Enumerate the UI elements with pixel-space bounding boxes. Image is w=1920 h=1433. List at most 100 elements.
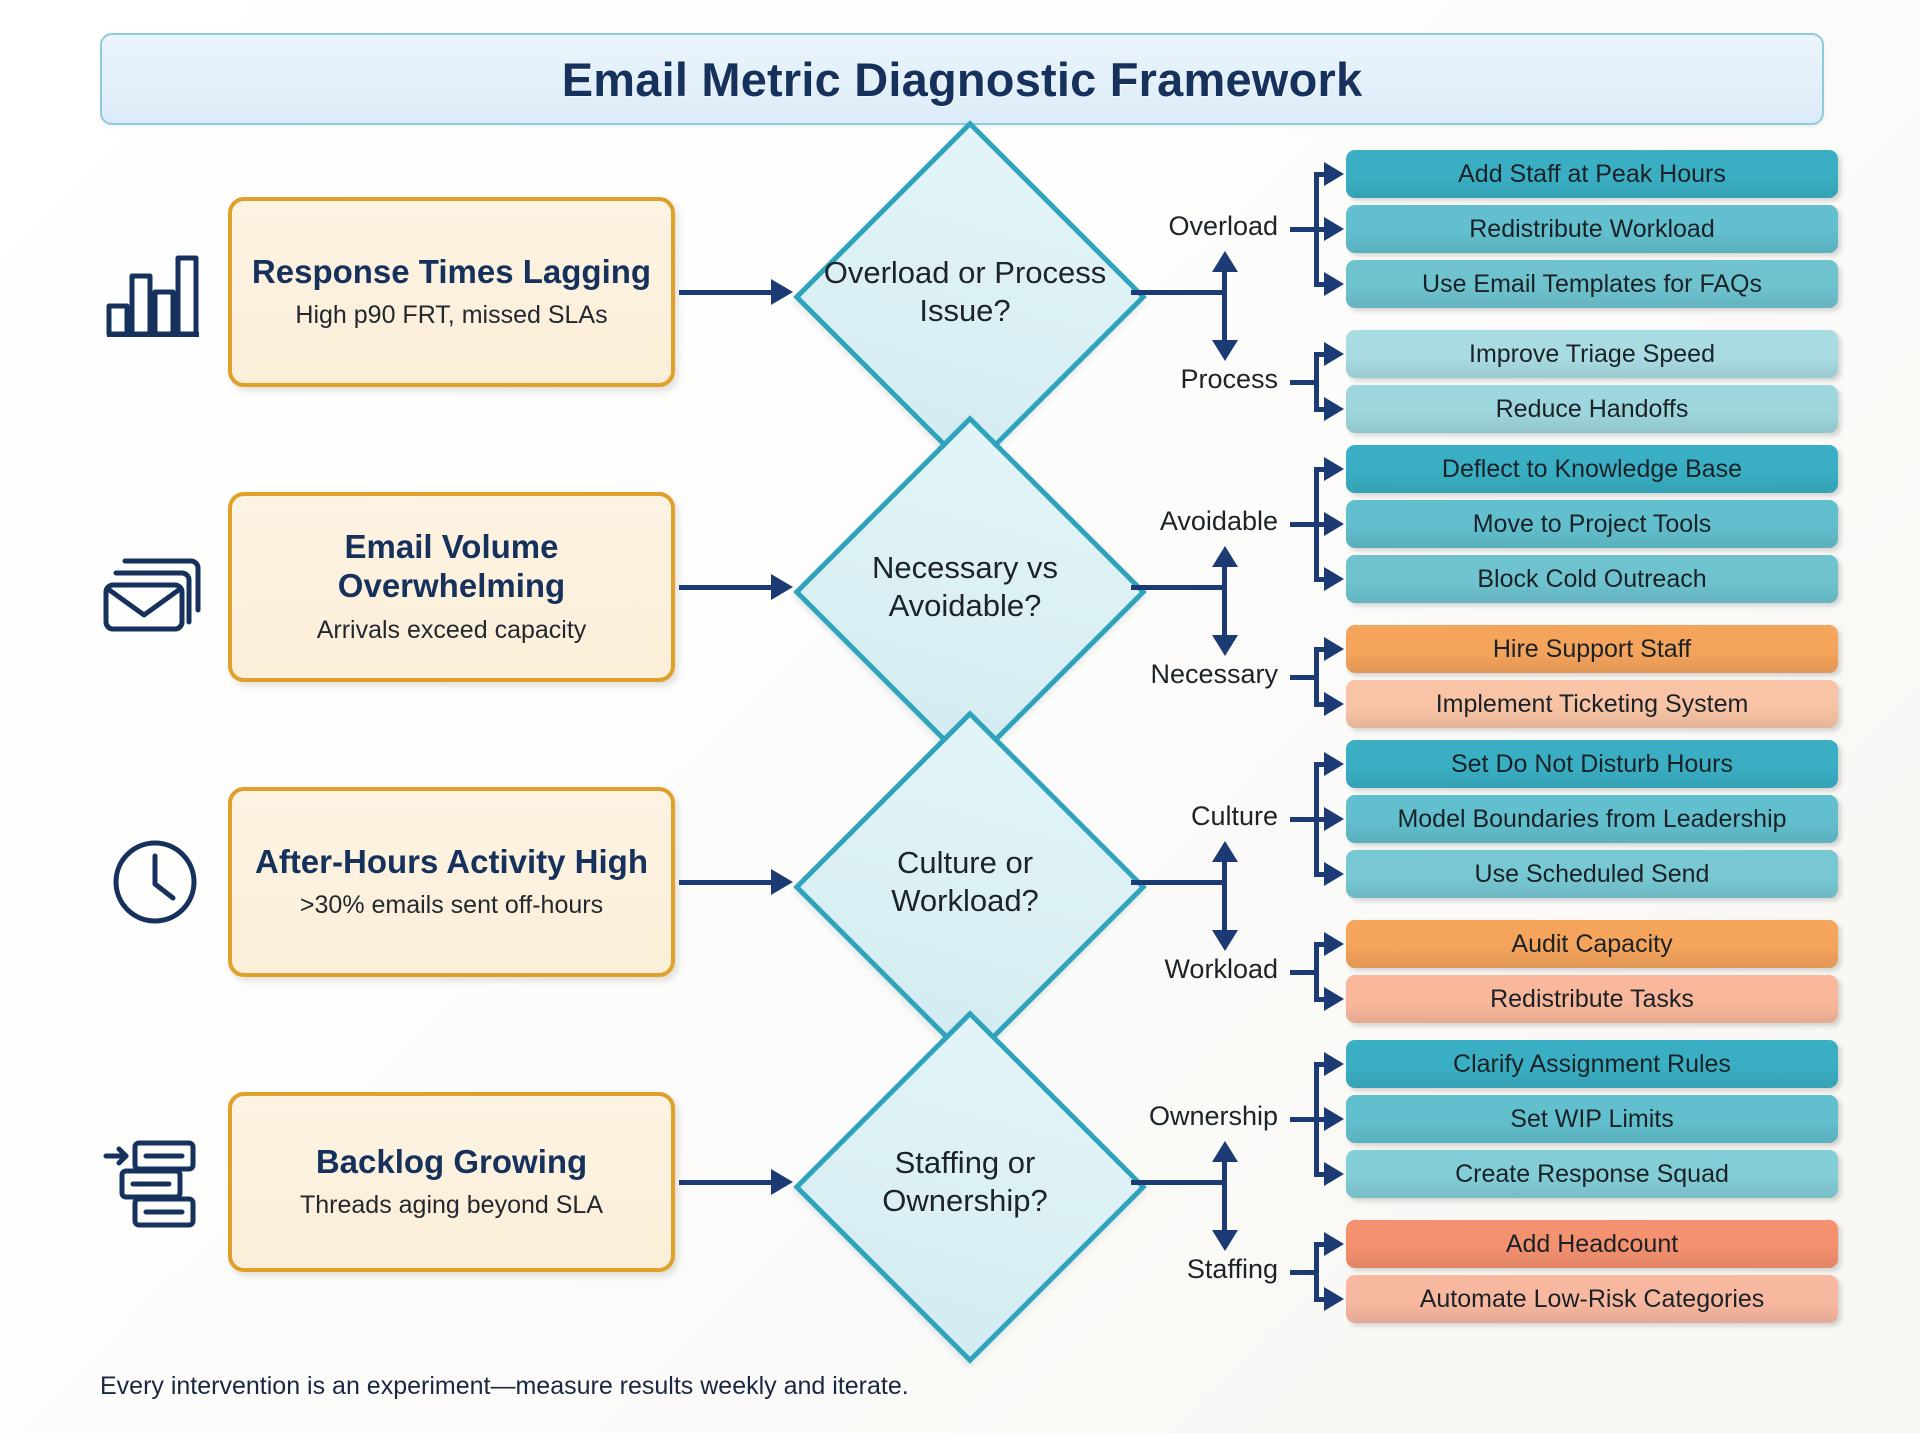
bracket-arm <box>1314 997 1324 1002</box>
action-chip[interactable]: Move to Project Tools <box>1346 500 1838 548</box>
branch-split-line-down <box>1222 586 1227 635</box>
bracket-arm <box>1314 1242 1324 1247</box>
branch-split-line-down <box>1222 291 1227 340</box>
flow-arrowhead <box>771 278 793 305</box>
bracket-arm <box>1314 1062 1324 1067</box>
page-title-banner: Email Metric Diagnostic Framework <box>100 33 1824 125</box>
flow-arrowhead <box>771 868 793 895</box>
action-chip[interactable]: Improve Triage Speed <box>1346 330 1838 378</box>
problem-title: Email Volume Overwhelming <box>337 528 566 604</box>
problem-card[interactable]: Backlog Growing Threads aging beyond SLA <box>228 1091 675 1272</box>
bracket-stub <box>1290 817 1319 822</box>
bracket-arrowhead <box>1324 862 1344 886</box>
action-chip[interactable]: Add Headcount <box>1346 1220 1838 1268</box>
decision-outflow-stub <box>1131 1179 1225 1185</box>
action-chip[interactable]: Use Scheduled Send <box>1346 850 1838 898</box>
bracket-arm <box>1314 702 1324 707</box>
clock-icon <box>95 827 215 937</box>
bracket-arrowhead <box>1324 272 1344 296</box>
bracket-arrowhead <box>1324 807 1344 831</box>
action-chip[interactable]: Redistribute Workload <box>1346 205 1838 253</box>
bracket-arm <box>1314 762 1324 767</box>
bracket-arrowhead <box>1324 397 1344 421</box>
bracket-arrowhead <box>1324 217 1344 241</box>
bracket-arm <box>1314 522 1324 527</box>
bracket-arrowhead <box>1324 457 1344 481</box>
branch-label: Process <box>1180 363 1278 394</box>
bracket-arm <box>1314 227 1324 232</box>
action-chip[interactable]: Use Email Templates for FAQs <box>1346 260 1838 308</box>
footer-note: Every intervention is an experiment—meas… <box>100 1372 909 1400</box>
bracket-arrowhead <box>1324 752 1344 776</box>
problem-card[interactable]: Email Volume Overwhelming Arrivals excee… <box>228 491 675 682</box>
flow-arrow-to-decision <box>679 289 771 295</box>
bracket-arm <box>1314 1172 1324 1177</box>
branch-split-line-down <box>1222 881 1227 930</box>
action-chip[interactable]: Add Staff at Peak Hours <box>1346 150 1838 198</box>
branch-split-arrowhead-up <box>1212 1141 1238 1162</box>
branch-label: Ownership <box>1148 1101 1278 1131</box>
bracket-arm <box>1314 467 1324 472</box>
action-chip[interactable]: Deflect to Knowledge Base <box>1346 445 1838 493</box>
action-chip[interactable]: Set Do Not Disturb Hours <box>1346 740 1838 788</box>
branch-label: Culture <box>1190 801 1278 831</box>
bracket-arrowhead <box>1324 692 1344 716</box>
bar-chart-icon <box>95 237 215 347</box>
branch-label: Staffing <box>1186 1253 1278 1284</box>
problem-subtitle: >30% emails sent off-hours <box>299 891 604 920</box>
decision-outflow-stub <box>1131 289 1225 295</box>
bracket-stub <box>1290 522 1319 527</box>
action-chip[interactable]: Implement Ticketing System <box>1346 680 1838 728</box>
branch-split-arrowhead-up <box>1212 841 1238 862</box>
branch-label: Workload <box>1164 953 1278 984</box>
problem-card[interactable]: Response Times Lagging High p90 FRT, mis… <box>228 196 675 387</box>
action-chip[interactable]: Create Response Squad <box>1346 1150 1838 1198</box>
bracket-arm <box>1314 1297 1324 1302</box>
bracket-arrowhead <box>1324 1162 1344 1186</box>
problem-subtitle: Arrivals exceed capacity <box>316 615 587 644</box>
problem-title: Response Times Lagging <box>251 252 652 290</box>
flow-arrow-to-decision <box>679 584 771 590</box>
branch-split-arrowhead-up <box>1212 546 1238 567</box>
branch-split-line-up <box>1222 1161 1227 1182</box>
action-chip[interactable]: Model Boundaries from Leadership <box>1346 795 1838 843</box>
bracket-stub <box>1290 379 1319 385</box>
problem-title: Backlog Growing <box>315 1142 588 1180</box>
bracket-arm <box>1314 282 1324 287</box>
problem-subtitle: Threads aging beyond SLA <box>300 1191 603 1220</box>
branch-split-arrowhead-up <box>1212 251 1238 272</box>
bracket-arrowhead <box>1324 342 1344 366</box>
bracket-arm <box>1314 942 1324 947</box>
bracket-arrowhead <box>1324 637 1344 661</box>
bracket-spine <box>1314 1244 1319 1299</box>
action-chip[interactable]: Block Cold Outreach <box>1346 555 1838 603</box>
branch-split-arrowhead-down <box>1212 929 1238 951</box>
bracket-arm <box>1314 407 1324 412</box>
bracket-arrowhead <box>1324 1107 1344 1131</box>
action-chip[interactable]: Clarify Assignment Rules <box>1346 1040 1838 1088</box>
bracket-spine <box>1314 649 1319 704</box>
problem-subtitle: High p90 FRT, missed SLAs <box>295 301 608 330</box>
action-chip[interactable]: Reduce Handoffs <box>1346 385 1838 433</box>
bracket-arm <box>1314 577 1324 582</box>
action-chip[interactable]: Set WIP Limits <box>1346 1095 1838 1143</box>
flow-arrowhead <box>771 573 793 600</box>
action-chip[interactable]: Redistribute Tasks <box>1346 975 1838 1023</box>
branch-split-line-up <box>1222 861 1227 882</box>
action-chip[interactable]: Automate Low-Risk Categories <box>1346 1275 1838 1323</box>
action-chip[interactable]: Audit Capacity <box>1346 920 1838 968</box>
problem-card[interactable]: After-Hours Activity High >30% emails se… <box>228 786 675 977</box>
branch-label: Overload <box>1168 211 1278 241</box>
branch-label: Avoidable <box>1159 506 1278 536</box>
action-chip[interactable]: Hire Support Staff <box>1346 625 1838 673</box>
bracket-arm <box>1314 817 1324 822</box>
backlog-stack-icon <box>95 1127 215 1237</box>
